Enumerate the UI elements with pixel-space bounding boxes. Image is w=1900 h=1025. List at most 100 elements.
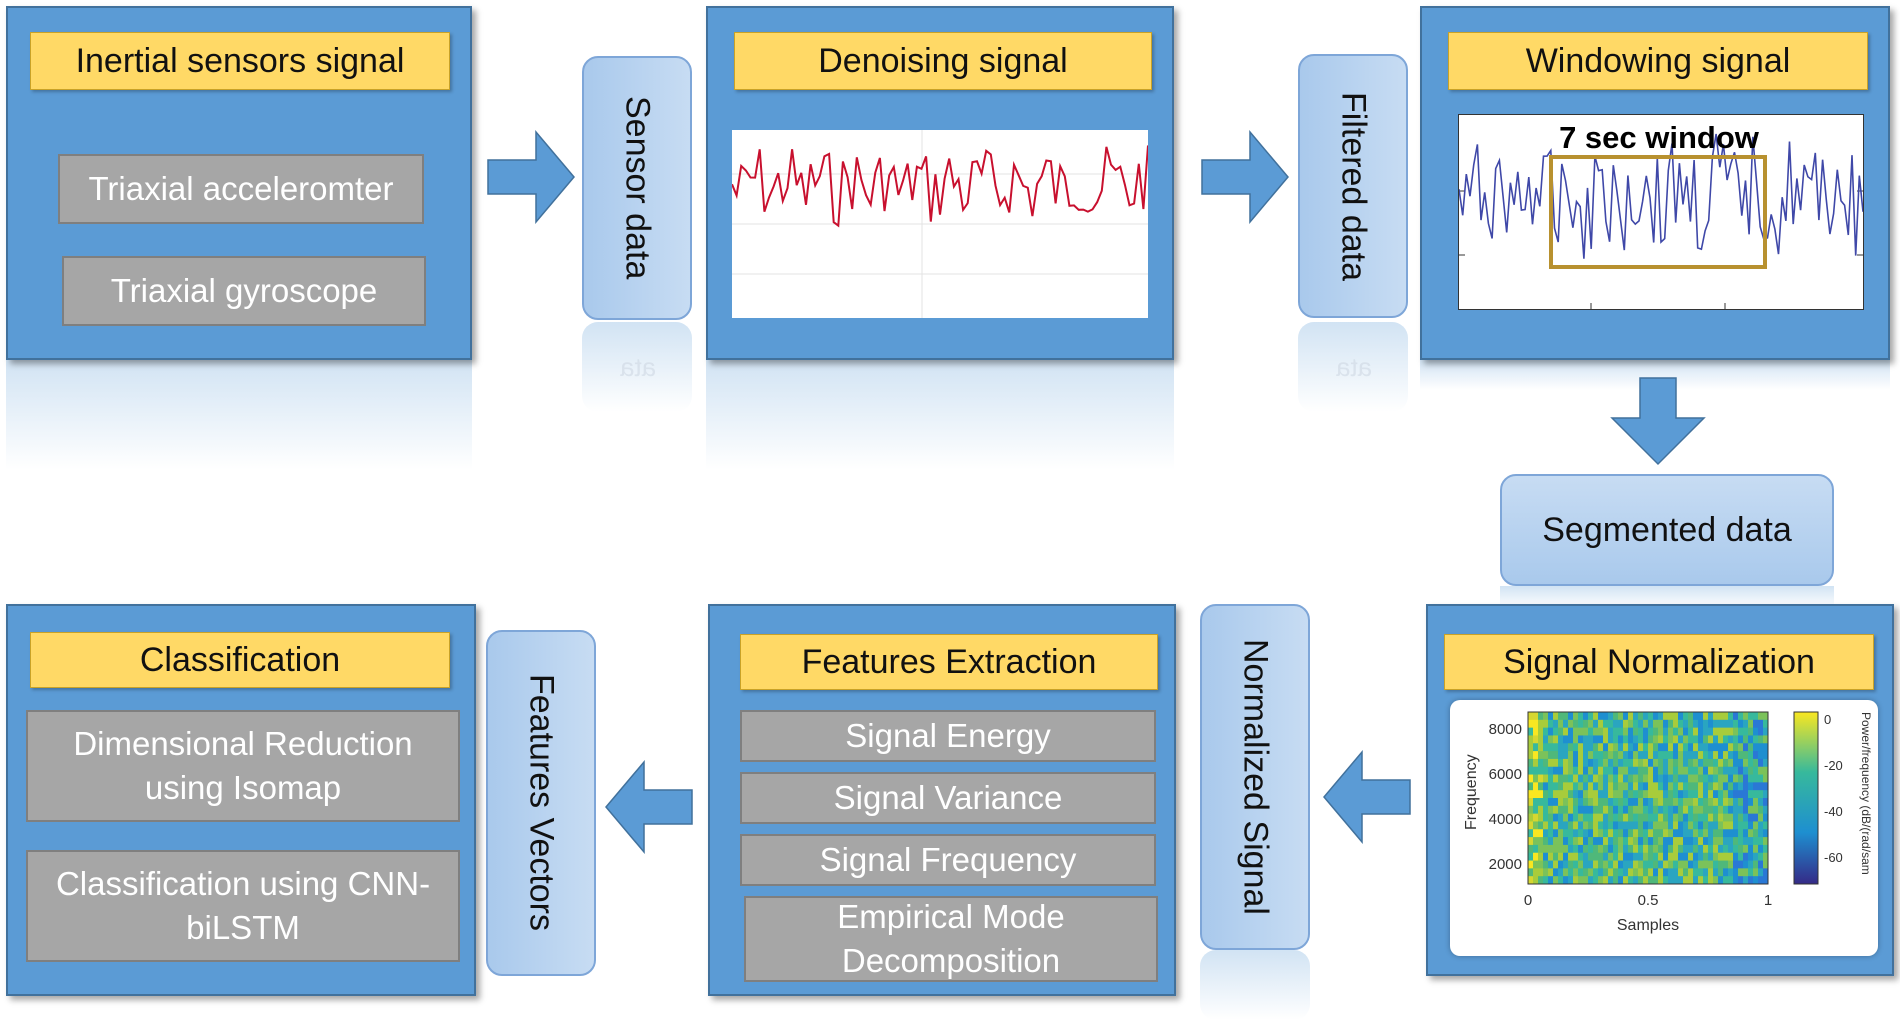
spectrogram-cell — [1708, 782, 1714, 791]
spectrogram-cell — [1688, 844, 1694, 854]
spectrogram-cell — [1548, 852, 1554, 861]
spectrogram-cell — [1598, 868, 1604, 877]
spectrogram-cell — [1608, 712, 1614, 721]
spectrogram-cell — [1698, 852, 1704, 861]
spectrogram-cell — [1743, 798, 1749, 807]
spectrogram-cell — [1568, 751, 1574, 760]
spectrogram-cell — [1718, 790, 1724, 799]
spectrogram-cell — [1763, 735, 1769, 744]
spectrogram-cell — [1583, 876, 1589, 885]
spectrogram-cell — [1618, 844, 1624, 854]
spectrogram-cell — [1528, 743, 1534, 752]
spectrogram-cell — [1703, 844, 1709, 854]
windowed-signal-chart: 7 sec window — [1458, 120, 1864, 309]
spectrogram-cell — [1568, 743, 1574, 752]
spectrogram-cell — [1548, 719, 1554, 729]
spectrogram-cell — [1688, 758, 1694, 768]
spectrogram-cell — [1643, 735, 1649, 744]
spectrogram-cell — [1618, 798, 1624, 807]
spectrogram-cell — [1538, 844, 1544, 854]
spectrogram-cell — [1668, 735, 1674, 744]
spectrogram-cell — [1658, 813, 1664, 822]
spectrogram-cell — [1683, 712, 1689, 721]
spectrogram-cell — [1763, 782, 1769, 791]
spectrogram-cell — [1618, 743, 1624, 752]
spectrogram-cell — [1543, 876, 1549, 885]
spectrogram-cell — [1673, 766, 1679, 775]
spectrogram-cell — [1728, 790, 1734, 799]
spectrogram-cell — [1633, 719, 1639, 729]
spectrogram-cell — [1763, 712, 1769, 721]
spectrogram-cell — [1738, 719, 1744, 729]
segmented-data-label: Segmented data — [1542, 510, 1792, 549]
spectrogram-cell — [1553, 837, 1559, 846]
spectrogram-cell — [1748, 829, 1754, 838]
spectrogram-cell — [1528, 813, 1534, 822]
spectrogram-cell — [1713, 876, 1719, 885]
spectrogram-cell — [1683, 805, 1689, 815]
spectrogram-cell — [1748, 719, 1754, 729]
spectrogram-cell — [1603, 766, 1609, 775]
spectrogram-cell — [1663, 790, 1669, 799]
spectrogram-cell — [1748, 798, 1754, 807]
spectrogram-cell — [1678, 774, 1684, 783]
spectrogram-cell — [1613, 852, 1619, 861]
spectrogram-cell — [1758, 743, 1764, 752]
spectrogram-cell — [1628, 837, 1634, 846]
spectrogram-cell — [1688, 821, 1694, 830]
spectrogram-cell — [1558, 805, 1564, 815]
spectrogram-cell — [1643, 758, 1649, 768]
spectrogram-cell — [1733, 844, 1739, 854]
spectrogram-cell — [1563, 852, 1569, 861]
spectrogram-cell — [1618, 735, 1624, 744]
spectrogram-cell — [1688, 774, 1694, 783]
spectrogram-cell — [1638, 868, 1644, 877]
spectrogram-cell — [1568, 860, 1574, 869]
spectrogram-cell — [1623, 852, 1629, 861]
spectrogram-cell — [1658, 852, 1664, 861]
spectrogram-cell — [1628, 712, 1634, 721]
spectrogram-cell — [1638, 821, 1644, 830]
spectrogram-cell — [1548, 798, 1554, 807]
spectrogram-cell — [1673, 758, 1679, 768]
spectrogram-cell — [1643, 774, 1649, 783]
spectrogram-cell — [1693, 758, 1699, 768]
spectrogram-cell — [1573, 821, 1579, 830]
spectrogram-cell — [1593, 821, 1599, 830]
spectrogram-cell — [1753, 751, 1759, 760]
spectrogram-cell — [1693, 798, 1699, 807]
spectrogram-cell — [1593, 774, 1599, 783]
spectrogram-cell — [1733, 868, 1739, 877]
spectrogram-cell — [1653, 758, 1659, 768]
spectrogram-cell — [1548, 790, 1554, 799]
spectrogram-cell — [1733, 751, 1739, 760]
spectrogram-cell — [1528, 735, 1534, 744]
isomap-reduction-box: Dimensional Reduction using Isomap — [26, 710, 460, 822]
spectrogram-cell — [1743, 837, 1749, 846]
spectrogram-cell — [1628, 751, 1634, 760]
spectrogram-cell — [1703, 766, 1709, 775]
spectrogram-cell — [1583, 766, 1589, 775]
spectrogram-cell — [1658, 735, 1664, 744]
spectrogram-cell — [1663, 743, 1669, 752]
spectrogram-cell — [1633, 813, 1639, 822]
spectrogram-cell — [1618, 821, 1624, 830]
spectrogram-cell — [1593, 712, 1599, 721]
spectrogram-cell — [1748, 727, 1754, 736]
spectrogram-cell — [1683, 790, 1689, 799]
spectrogram-cell — [1733, 719, 1739, 729]
spectrogram-cell — [1608, 829, 1614, 838]
spectrogram-cell — [1758, 766, 1764, 775]
spectrogram-cell — [1593, 743, 1599, 752]
window-label: 7 sec window — [1559, 120, 1760, 155]
spectrogram-cell — [1623, 719, 1629, 729]
spectrogram-cell — [1678, 790, 1684, 799]
spectrogram-cell — [1708, 852, 1714, 861]
spectrogram-cell — [1538, 774, 1544, 783]
spectrogram-cell — [1623, 805, 1629, 815]
spectrogram-cell — [1653, 712, 1659, 721]
filtered-data-connector: Filtered data — [1298, 54, 1408, 318]
spectrogram-cell — [1688, 868, 1694, 877]
spectrogram-cell — [1658, 805, 1664, 815]
spectrogram-cell — [1643, 805, 1649, 815]
